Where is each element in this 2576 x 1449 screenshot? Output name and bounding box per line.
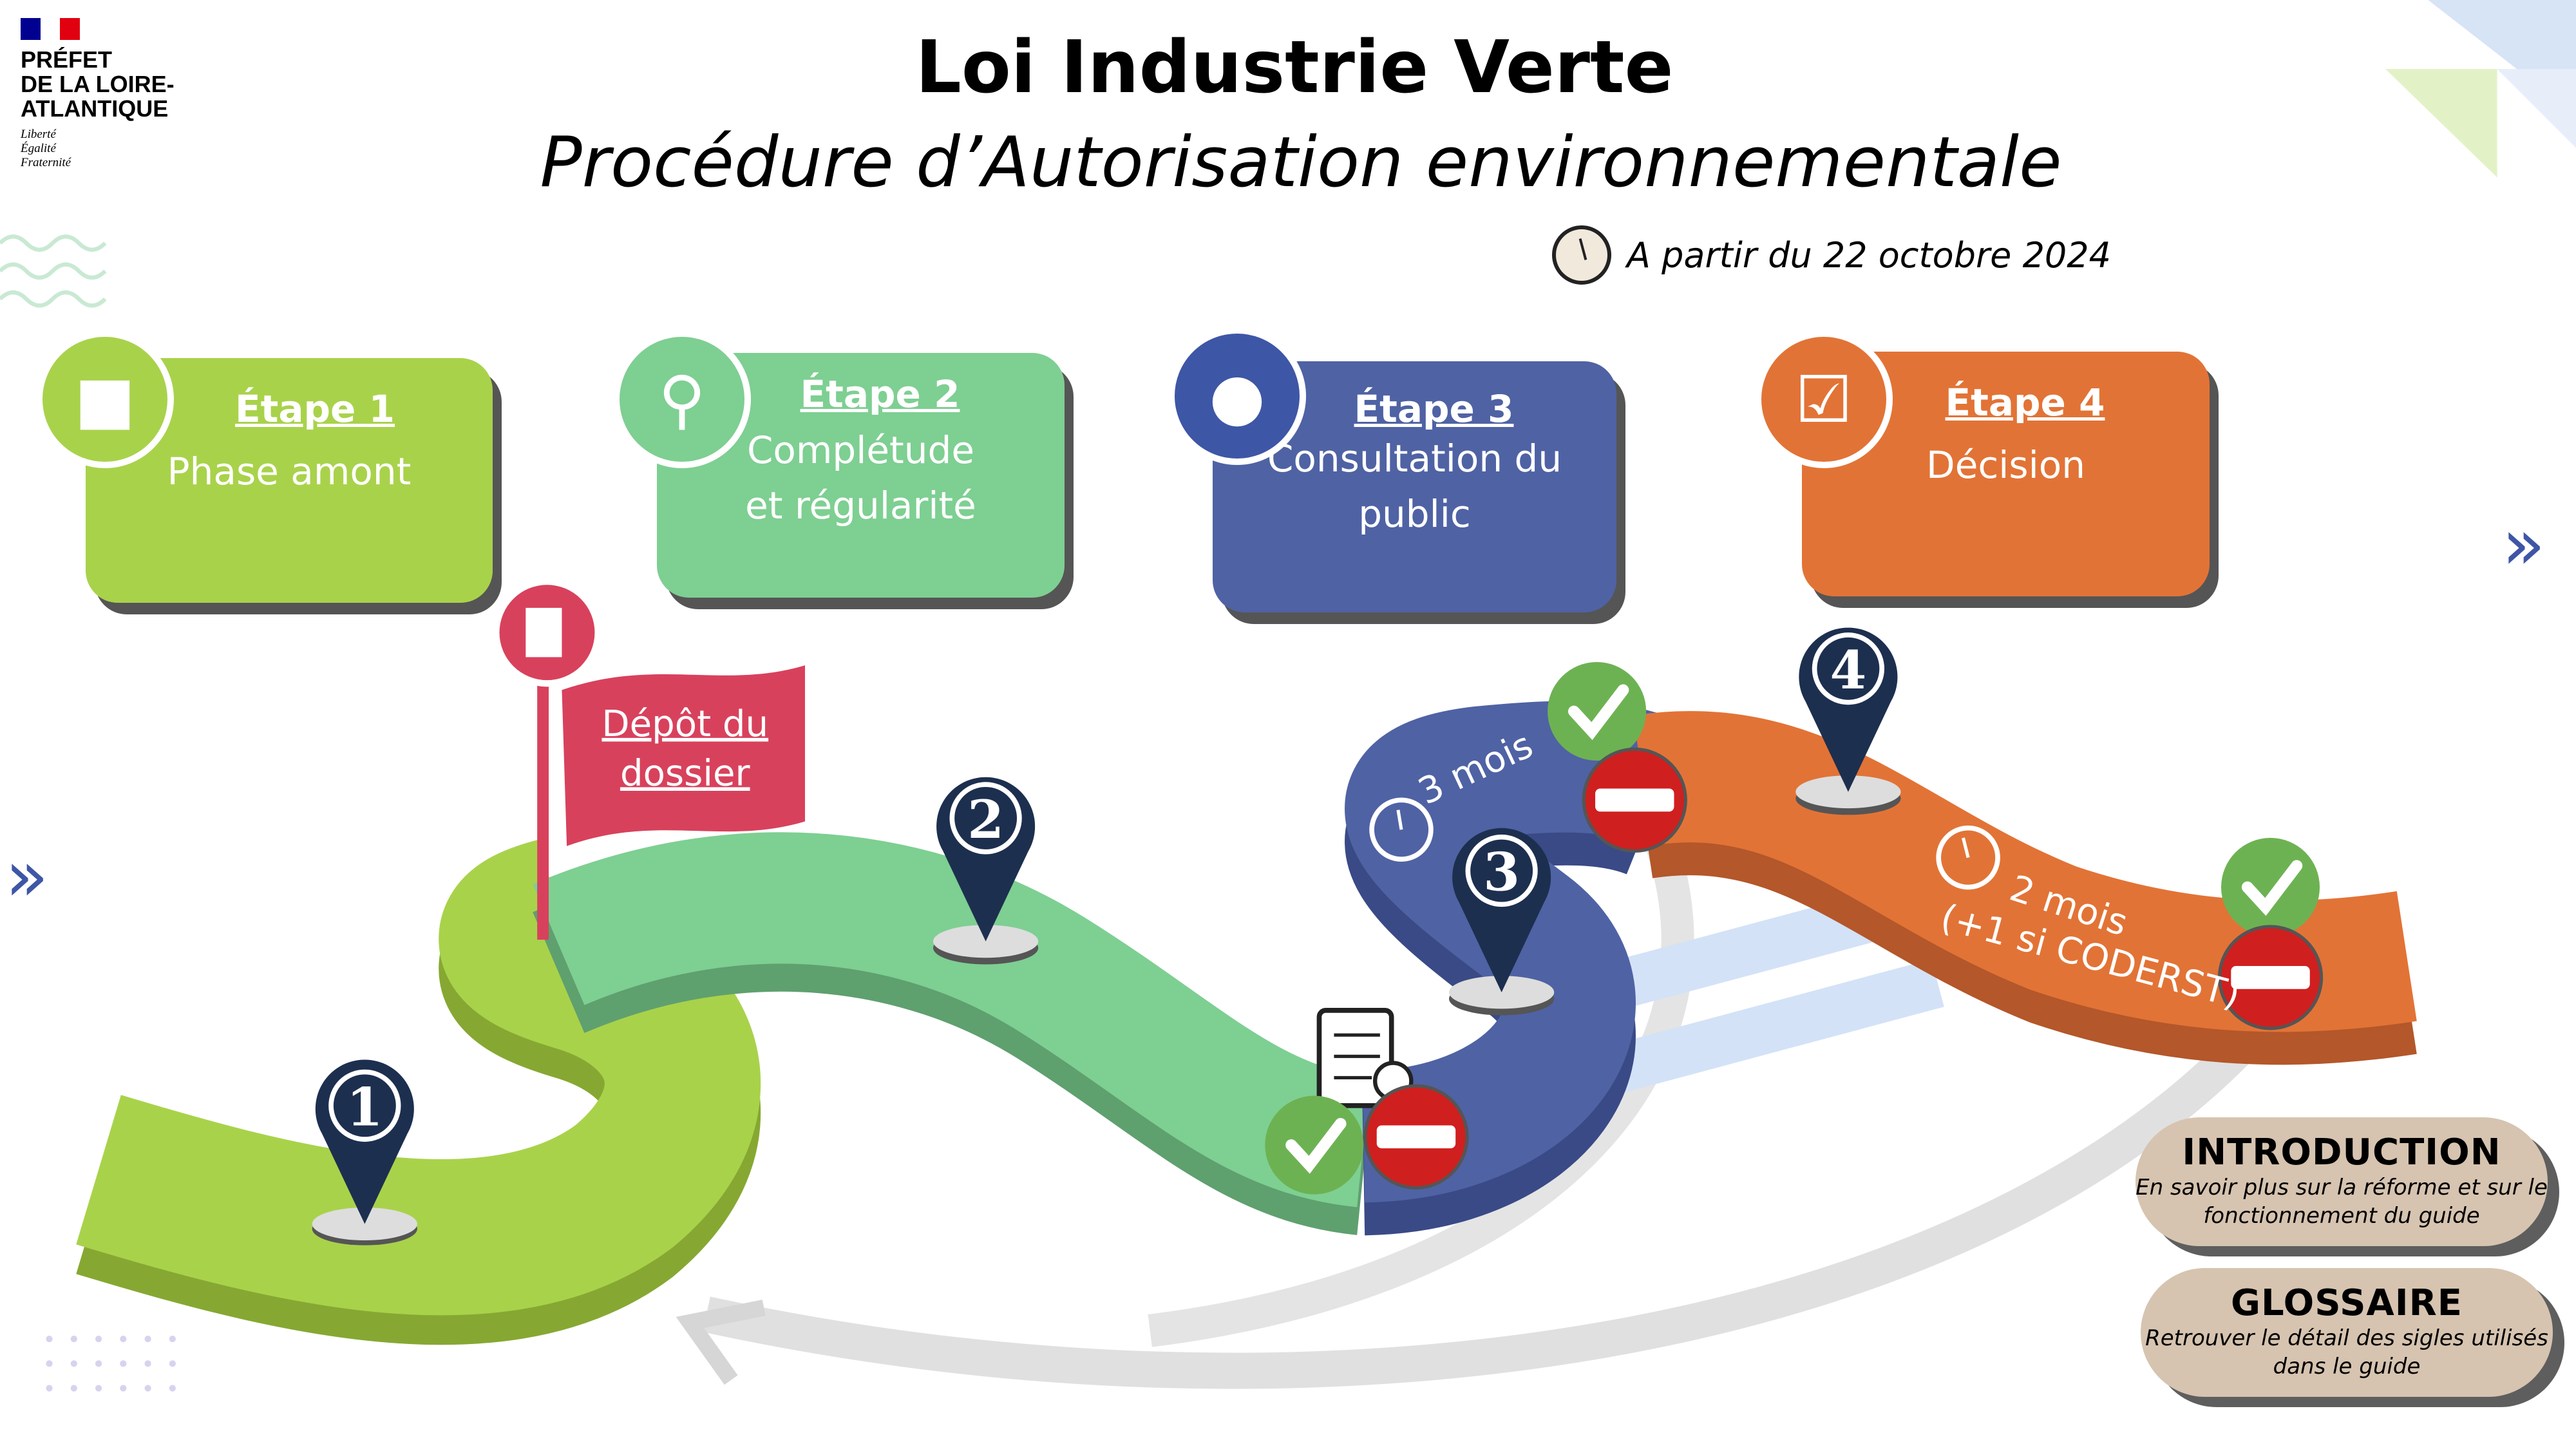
marianne-flag (21, 18, 80, 40)
prefet-logo: PRÉFET DE LA LOIRE- ATLANTIQUE Liberté É… (21, 18, 175, 170)
step-desc: Consultation du (1267, 437, 1562, 480)
decor-waves (0, 234, 107, 308)
glossary-sub: Retrouver le détail des sigles utilisés (2145, 1325, 2548, 1351)
road-segment-2 (533, 832, 1372, 1208)
step-desc: Décision (1926, 443, 2085, 487)
step-label[interactable]: Étape 3 (1354, 387, 1514, 431)
road-segment-3 (1345, 701, 1676, 1203)
svg-text:1: 1 (346, 1076, 383, 1138)
checklist-icon (1316, 1008, 1414, 1108)
svg-text:2: 2 (967, 789, 1004, 851)
logo-line: DE LA LOIRE- (21, 71, 175, 97)
step-desc: Phase amont (167, 450, 412, 493)
decor-dots (46, 1335, 176, 1392)
step-label[interactable]: Étape 1 (235, 387, 395, 431)
motto-line: Fraternité (21, 156, 71, 169)
public-discussion-icon: ● (1168, 327, 1306, 465)
depot-dossier-flag[interactable]: Dépôt du dossier (493, 578, 805, 940)
clock-icon (1552, 225, 1611, 285)
return-arrowhead (676, 1300, 766, 1385)
logo-line: PRÉFET (21, 46, 113, 73)
step-2-card[interactable]: Étape 2 Complétude et régularité (657, 353, 1065, 598)
meeting-icon: ■ (36, 330, 174, 468)
step-desc: public (1358, 492, 1471, 536)
decision-checkbox-icon: ☑ (1755, 330, 1893, 468)
return-arrow (703, 1014, 2273, 1389)
page-title: Loi Industrie Verte (915, 26, 1674, 109)
double-chevron-right-icon[interactable]: » (2502, 503, 2546, 585)
accept-icon (1548, 662, 1647, 761)
ladder-bars (1600, 894, 1944, 1094)
step-desc: Complétude (746, 428, 975, 472)
reject-icon (1363, 1084, 1469, 1189)
step-label[interactable]: Étape 2 (800, 372, 960, 416)
introduction-button[interactable]: INTRODUCTION En savoir plus sur la réfor… (2136, 1117, 2548, 1246)
pin-4: 4 (1795, 627, 1901, 815)
document-icon (526, 607, 562, 658)
intro-title: INTRODUCTION (2182, 1132, 2501, 1173)
intro-sub: En savoir plus sur la réforme et sur le (2136, 1175, 2548, 1200)
date-text: A partir du 22 octobre 2024 (1627, 234, 2111, 276)
step-desc: et régularité (745, 484, 976, 527)
road-segment-1 (76, 839, 761, 1316)
pin-3: 3 (1449, 828, 1555, 1016)
page-subtitle: Procédure d’Autorisation environnemental… (540, 122, 2062, 203)
step-label[interactable]: Étape 4 (1945, 381, 2105, 424)
logo-line: ATLANTIQUE (21, 95, 169, 122)
pin-2: 2 (933, 777, 1039, 965)
reject-icon (2217, 925, 2324, 1030)
flag-label[interactable]: dossier (620, 752, 751, 794)
clock-icon (1936, 825, 2000, 890)
reject-icon (1582, 747, 1687, 853)
glossary-sub: dans le guide (2273, 1354, 2421, 1379)
svg-text:4: 4 (1830, 639, 1866, 701)
accept-icon (2221, 838, 2320, 937)
glossary-title: GLOSSAIRE (2231, 1282, 2463, 1324)
intro-sub: fonctionnement du guide (2203, 1203, 2480, 1229)
double-chevron-right-icon[interactable]: » (5, 835, 49, 917)
flag-label[interactable]: Dépôt du (601, 703, 768, 745)
pin-1: 1 (312, 1059, 417, 1245)
accept-icon (1265, 1095, 1364, 1195)
effective-date: A partir du 22 octobre 2024 (1552, 225, 2111, 285)
svg-text:3: 3 (1483, 842, 1520, 904)
glossary-button[interactable]: GLOSSAIRE Retrouver le détail des sigles… (2141, 1268, 2553, 1397)
clock-icon (1369, 797, 1434, 862)
magnifier-icon: ⚲ (613, 330, 751, 468)
motto-line: Liberté (21, 128, 56, 141)
motto-line: Égalité (21, 142, 56, 155)
